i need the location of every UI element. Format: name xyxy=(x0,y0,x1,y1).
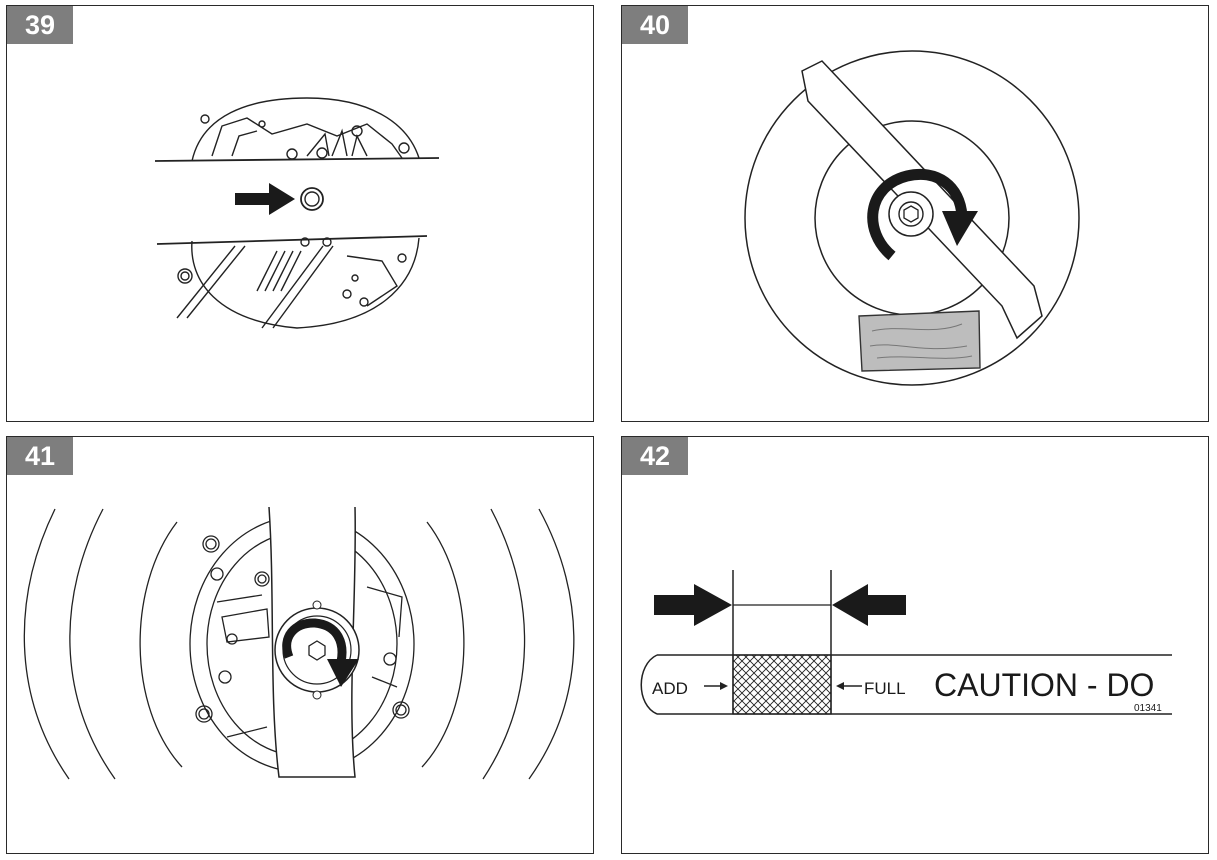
figure-number: 42 xyxy=(622,437,688,475)
dipstick-illustration: ADD FULL CAUTION - DO 01341 xyxy=(640,570,1172,715)
blade-installation-illustration xyxy=(23,506,575,780)
blade-removal-illustration xyxy=(744,50,1080,386)
blade-drill-illustration xyxy=(154,97,440,329)
add-label: ADD xyxy=(652,679,688,698)
right-arrow-icon xyxy=(654,584,732,626)
figure-42-panel: 42 ADD FULL CAUTION - DO 01341 xyxy=(621,436,1209,854)
figure-40-panel: 40 xyxy=(621,5,1209,422)
figure-number: 41 xyxy=(7,437,73,475)
part-code: 01341 xyxy=(1134,703,1162,714)
figure-number: 40 xyxy=(622,6,688,44)
figure-41-panel: 41 xyxy=(6,436,594,854)
left-arrow-icon xyxy=(832,584,906,626)
caution-text: CAUTION - DO xyxy=(934,667,1154,703)
wood-block xyxy=(858,310,981,372)
figure-number: 39 xyxy=(7,6,73,44)
figure-39-panel: 39 xyxy=(6,5,594,422)
safe-range-hatch xyxy=(732,654,832,715)
full-label: FULL xyxy=(864,679,906,698)
